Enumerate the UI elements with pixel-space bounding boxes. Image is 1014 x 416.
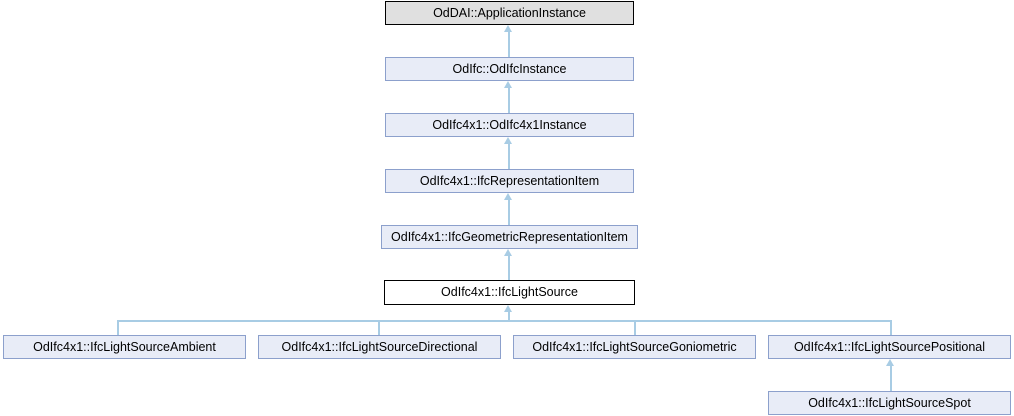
arrowhead-spot-to-positional (886, 359, 895, 366)
node-label: OdIfc4x1::IfcRepresentationItem (419, 173, 600, 188)
node-ifc-light-source[interactable]: OdIfc4x1::IfcLightSource (384, 280, 635, 305)
connector-spot-to-positional (890, 366, 892, 391)
node-ifc-light-source-spot[interactable]: OdIfc4x1::IfcLightSourceSpot (768, 391, 1011, 415)
arrowhead-geomrepitem-to-repitem (504, 193, 513, 200)
connector-lightsource-to-geomrepitem (508, 256, 510, 280)
connector-bus-to-directional (378, 320, 380, 335)
node-label: OdIfc4x1::IfcLightSourceGoniometric (532, 339, 737, 354)
node-ifc-representation-item[interactable]: OdIfc4x1::IfcRepresentationItem (385, 169, 634, 193)
node-label: OdDAI::ApplicationInstance (433, 5, 586, 20)
node-label: OdIfc4x1::IfcLightSourceSpot (808, 395, 971, 410)
node-ifc-geometric-representation-item[interactable]: OdIfc4x1::IfcGeometricRepresentationItem (381, 225, 638, 249)
node-label: OdIfc4x1::IfcGeometricRepresentationItem (391, 229, 628, 244)
connector-odifc4x1-to-odifc (508, 88, 510, 113)
arrowhead-bus-to-lightsource (504, 305, 513, 312)
node-odifc4x1-instance[interactable]: OdIfc4x1::OdIfc4x1Instance (385, 113, 634, 137)
connector-geomrepitem-to-repitem (508, 200, 510, 225)
connector-bus-to-goniometric (634, 320, 636, 335)
node-ifc-light-source-positional[interactable]: OdIfc4x1::IfcLightSourcePositional (768, 335, 1011, 359)
node-ifc-light-source-ambient[interactable]: OdIfc4x1::IfcLightSourceAmbient (3, 335, 246, 359)
node-label: OdIfc4x1::OdIfc4x1Instance (432, 117, 587, 132)
node-application-instance[interactable]: OdDAI::ApplicationInstance (385, 1, 634, 25)
node-ifc-light-source-goniometric[interactable]: OdIfc4x1::IfcLightSourceGoniometric (513, 335, 756, 359)
arrowhead-odifc-to-application (504, 25, 513, 32)
node-label: OdIfc4x1::IfcLightSourceDirectional (281, 339, 478, 354)
connector-odifc-to-application (508, 32, 510, 57)
node-ifc-light-source-directional[interactable]: OdIfc4x1::IfcLightSourceDirectional (258, 335, 501, 359)
connector-repitem-to-odifc4x1 (508, 144, 510, 169)
connector-bus-to-ambient (117, 320, 119, 335)
connector-bus-horizontal (117, 320, 891, 322)
node-odifc-instance[interactable]: OdIfc::OdIfcInstance (385, 57, 634, 81)
node-label: OdIfc4x1::IfcLightSourceAmbient (33, 339, 216, 354)
connector-bus-to-positional (890, 320, 892, 335)
node-label: OdIfc::OdIfcInstance (452, 61, 567, 76)
arrowhead-lightsource-to-geomrepitem (504, 249, 513, 256)
arrowhead-repitem-to-odifc4x1 (504, 137, 513, 144)
node-label: OdIfc4x1::IfcLightSource (441, 285, 578, 300)
connector-bus-stem (508, 312, 510, 321)
arrowhead-odifc4x1-to-odifc (504, 81, 513, 88)
node-label: OdIfc4x1::IfcLightSourcePositional (793, 339, 986, 354)
